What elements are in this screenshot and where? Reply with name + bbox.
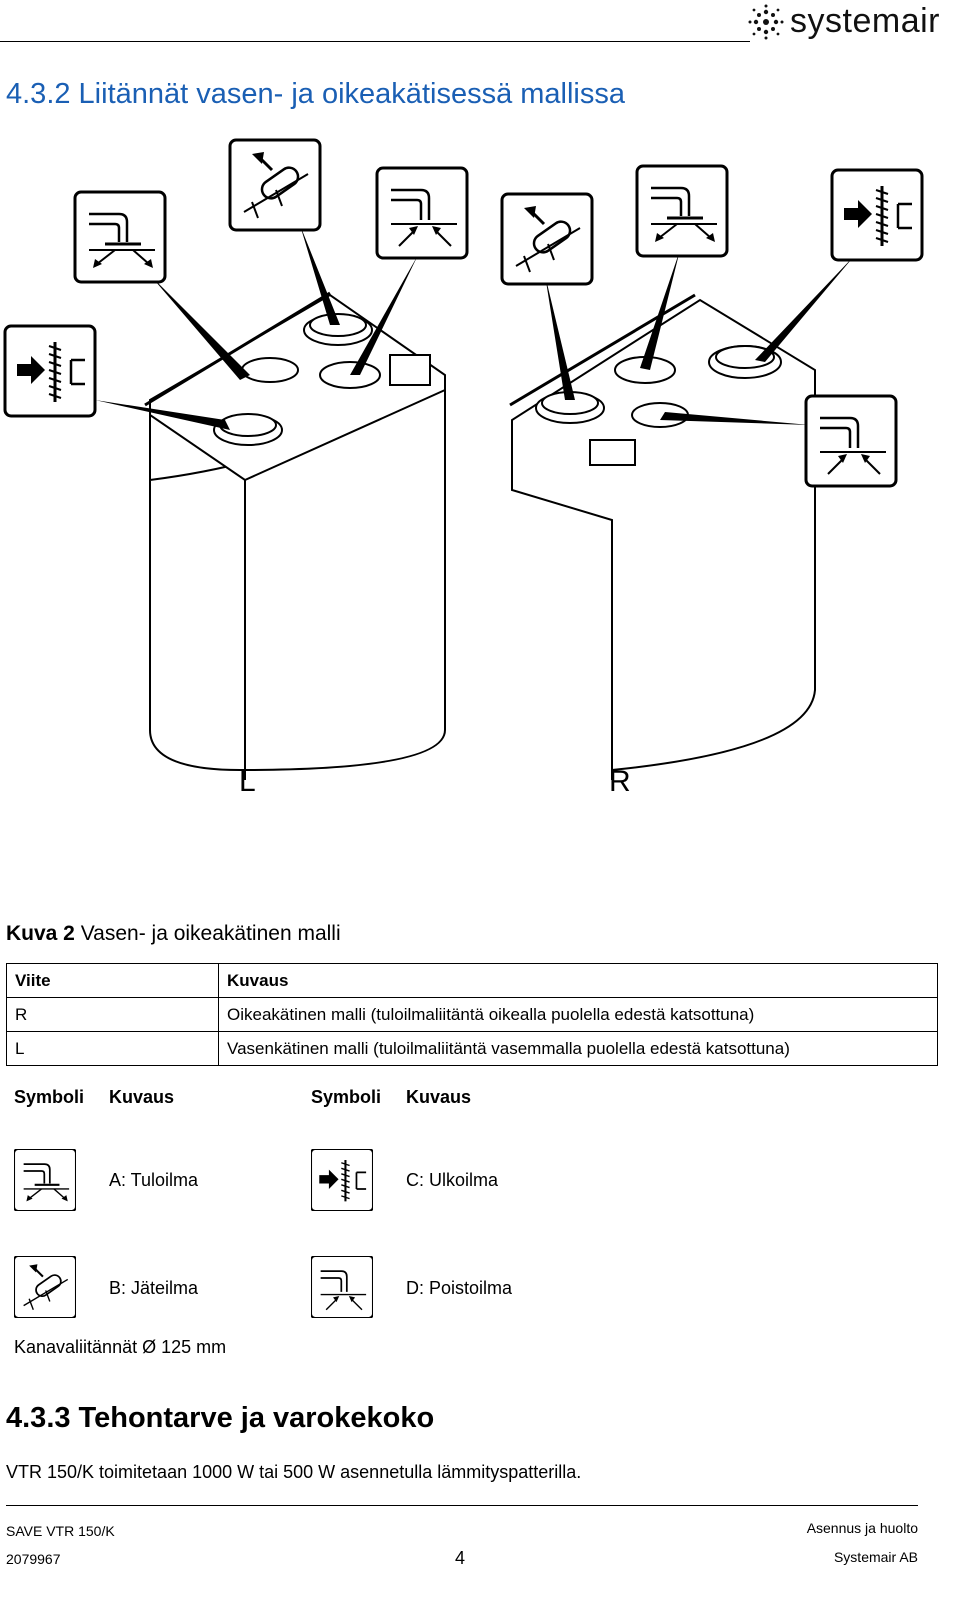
symbol-header-1: Symboli xyxy=(14,1087,85,1107)
table-header-desc: Kuvaus xyxy=(218,963,938,998)
right-unit xyxy=(509,293,816,780)
supply-air-icon xyxy=(14,1149,76,1211)
table-cell: R xyxy=(6,997,219,1032)
table-row: R Oikeakätinen malli (tuloilmaliitäntä o… xyxy=(6,997,938,1032)
figure-label-right: R xyxy=(609,765,631,798)
symbol-label-c: C: Ulkoilma xyxy=(406,1170,499,1190)
footer-company: Systemair AB xyxy=(833,1549,918,1565)
footer-product: SAVE VTR 150/K xyxy=(6,1523,115,1539)
header-rule xyxy=(0,41,750,42)
table-header-row: Viite Kuvaus xyxy=(6,963,938,998)
figure-label-left: L xyxy=(239,765,256,798)
footer-page-number: 4 xyxy=(455,1548,466,1568)
figure-caption-prefix: Kuva 2 xyxy=(6,922,75,945)
table-cell: Vasenkätinen malli (tuloilmaliitäntä vas… xyxy=(218,1031,938,1066)
table-cell: Oikeakätinen malli (tuloilmaliitäntä oik… xyxy=(218,997,938,1032)
footer-rule xyxy=(6,1505,918,1506)
exhaust-air-icon xyxy=(14,1256,76,1318)
section-heading-2: 4.3.3 Tehontarve ja varokekoko xyxy=(6,1402,435,1434)
desc-header-2: Kuvaus xyxy=(406,1087,472,1107)
table-header-ref: Viite xyxy=(6,963,219,998)
table-cell: L xyxy=(6,1031,219,1066)
units-figure xyxy=(3,138,924,780)
duct-note: Kanavaliitännät Ø 125 mm xyxy=(14,1337,227,1357)
symbol-label-b: B: Jäteilma xyxy=(109,1278,199,1298)
extract-air-icon xyxy=(311,1256,373,1318)
symbol-label-a: A: Tuloilma xyxy=(109,1170,199,1190)
brand-logo-icon xyxy=(748,4,784,39)
body-paragraph: VTR 150/K toimitetaan 1000 W tai 500 W a… xyxy=(6,1462,582,1482)
figure-caption-text: Vasen- ja oikeakätinen malli xyxy=(80,922,341,945)
left-unit xyxy=(144,291,446,780)
symbol-header-2: Symboli xyxy=(311,1087,382,1107)
table-row: L Vasenkätinen malli (tuloilmaliitäntä v… xyxy=(6,1031,938,1066)
outdoor-air-icon xyxy=(311,1149,373,1211)
symbol-label-d: D: Poistoilma xyxy=(406,1278,513,1298)
figure-caption: Kuva 2 Vasen- ja oikeakätinen malli xyxy=(6,922,341,946)
reference-table: Viite Kuvaus R Oikeakätinen malli (tuloi… xyxy=(6,963,938,1066)
footer-doc-number: 2079967 xyxy=(6,1551,61,1567)
section-heading: 4.3.2 Liitännät vasen- ja oikeakätisessä… xyxy=(6,78,625,110)
brand-name: systemair xyxy=(790,2,940,40)
brand-logo: systemair xyxy=(748,2,940,41)
footer-section: Asennus ja huolto xyxy=(806,1520,918,1536)
desc-header-1: Kuvaus xyxy=(109,1087,175,1107)
